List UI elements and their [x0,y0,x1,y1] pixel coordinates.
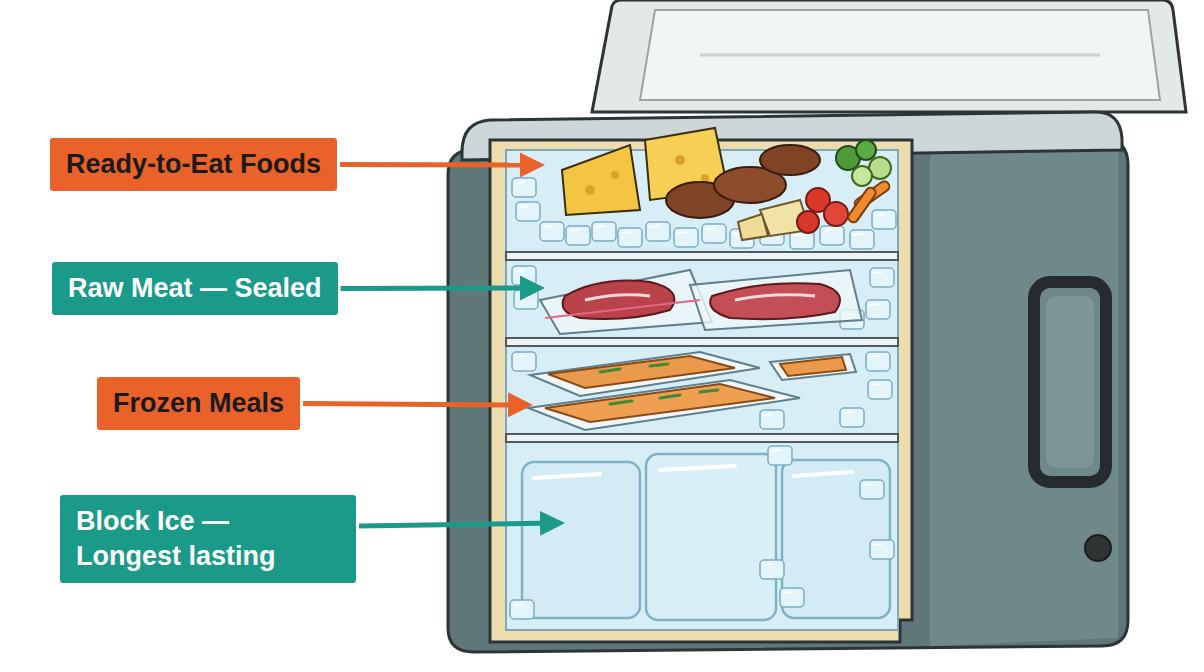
meal-bag [528,380,800,430]
sealed-bag [690,270,862,330]
ice-cube [702,224,726,243]
frozen-meal [545,384,775,422]
insulation-wall [490,140,912,642]
callout-box: Ready-to-Eat Foods [50,138,337,191]
ice-cube [540,222,564,241]
raw-meat-layer [512,266,894,334]
ice-cube [850,230,874,249]
lid-groove [700,54,1100,57]
shelf-divider [506,338,898,346]
ice-shine [794,472,852,476]
ready-food-layer [512,128,896,249]
cheese-wedge [562,145,640,215]
ice-cube [860,480,884,499]
handle-recess [1046,296,1094,468]
ice-block [646,454,776,620]
cheese-hole [585,185,595,195]
ice-cube [768,446,792,465]
ice-cube [760,410,784,429]
callout-label: Raw Meat — Sealed [68,271,322,306]
callout-label: Block Ice — Longest lasting [76,504,340,574]
tomato-slice [797,211,819,233]
ice-cube [820,226,844,245]
potato-piece [738,214,768,240]
ice-block [522,462,640,618]
ice-cube [566,226,590,245]
ice-cube [870,268,894,287]
callout-label: Ready-to-Eat Foods [66,147,321,182]
callout-box: Frozen Meals [97,377,300,430]
ice-cube [592,222,616,241]
frozen-meal [780,357,846,376]
side-handle [1034,282,1106,482]
broccoli [856,140,876,160]
ice-cube [674,228,698,247]
ice-cube [872,210,896,229]
ice-cube [516,202,540,221]
ice-shine [534,474,600,478]
cooked-meat [760,145,820,175]
ice-cube [510,600,534,619]
ice-cube [514,290,538,309]
ice-cube [840,408,864,427]
cheese-hole [701,174,709,182]
ice-cube [512,178,536,197]
ice-cube [760,560,784,579]
leader-arrow [340,162,540,167]
cooler-interior [506,150,898,630]
body-shell [448,138,1128,652]
ice-shine [660,466,735,470]
body-side [930,142,1118,646]
callout-box: Raw Meat — Sealed [52,262,338,315]
cooler-lid [592,0,1186,112]
ice-cube [618,228,642,247]
fat-marbling [735,295,815,300]
ice-cube [780,588,804,607]
ice-cube [866,352,890,371]
ice-cube [866,300,890,319]
bag-seal [545,300,700,318]
ice-cube [868,380,892,399]
shelf-divider [506,434,898,442]
lid-panel [640,10,1160,100]
carrot-stick [846,186,877,225]
meal-bag [770,354,856,380]
cheese-hole [675,155,685,165]
shelf-divider [506,252,898,260]
cooler-cutaway [490,140,912,642]
drain-plug [1085,535,1111,561]
frozen-meals-layer [512,352,892,430]
sealed-bag [540,270,712,334]
callout-label: Frozen Meals [113,386,284,421]
fat-marbling [585,295,650,300]
raw-steak [710,283,840,319]
leader-arrow [359,523,560,526]
tomato-slice [824,202,848,226]
cooler-body [448,112,1128,652]
ice-cube [512,266,536,285]
meal-garnish [600,364,718,404]
ice-cube [646,222,670,241]
ice-cube [512,352,536,371]
leader-arrow [341,286,540,292]
lid-shell [592,0,1186,112]
callout-box: Block Ice — Longest lasting [60,495,356,583]
cheese-hole [611,171,619,179]
cucumber-slice [852,166,872,186]
block-ice-layer [510,446,894,620]
ice-cube [870,540,894,559]
leader-arrow [303,404,528,405]
